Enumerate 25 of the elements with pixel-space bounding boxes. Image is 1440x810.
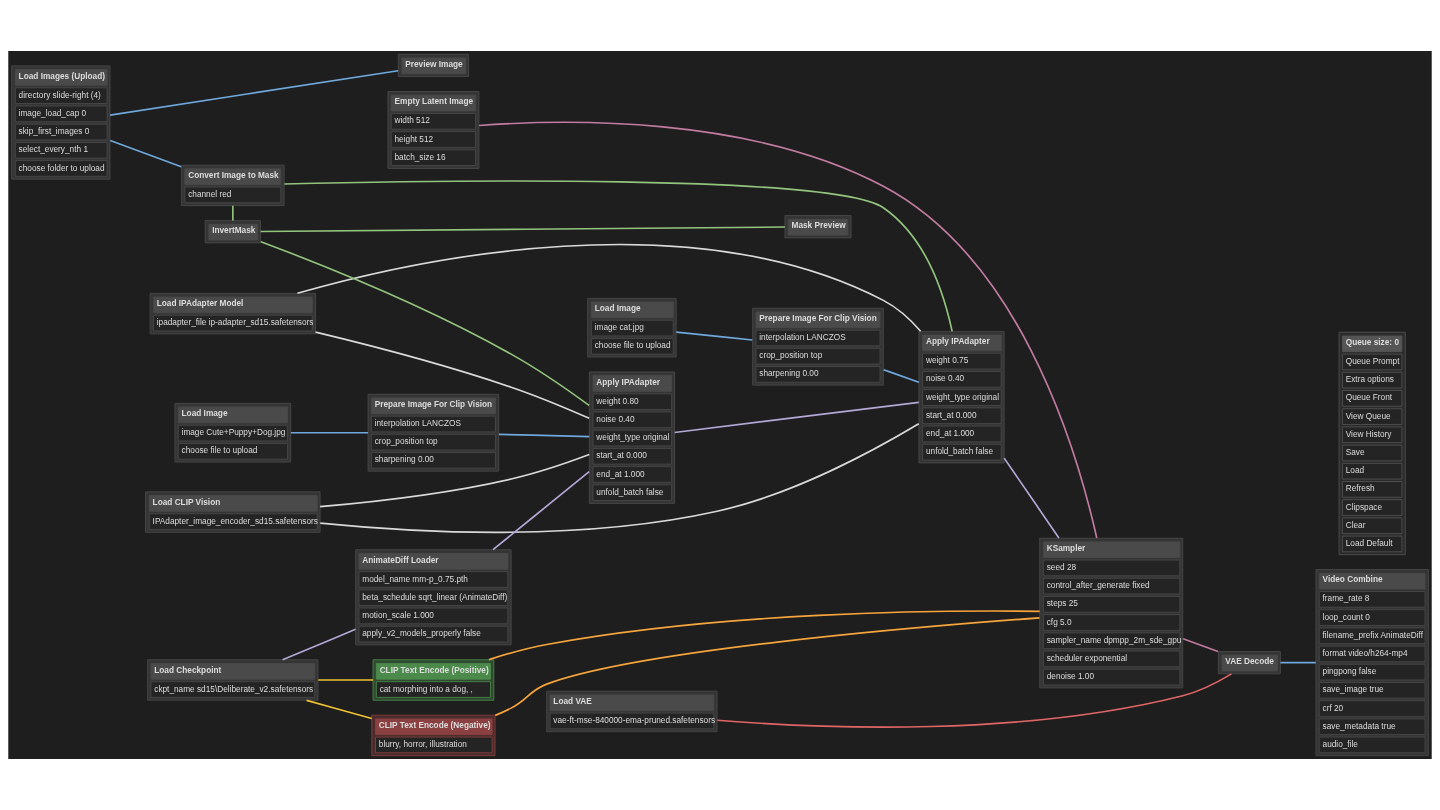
connector [305,699,373,720]
connector [675,331,754,341]
connector [283,180,953,333]
connector [494,617,1041,717]
connector [317,679,374,681]
connector [882,368,920,384]
connector [290,431,369,434]
connector [716,673,1233,728]
connector [260,240,590,407]
connector [488,610,1041,661]
connector [673,401,920,434]
connector [498,433,591,438]
connector [1182,638,1219,653]
connector [314,331,590,420]
connector [232,204,234,222]
connector [296,243,922,333]
connector [1003,457,1060,539]
connector [281,628,357,661]
connector [492,470,590,551]
connector [109,139,183,168]
connector [319,422,920,534]
connector [1279,661,1317,664]
connector [478,121,1098,539]
connector [109,69,399,116]
connector [259,226,786,233]
